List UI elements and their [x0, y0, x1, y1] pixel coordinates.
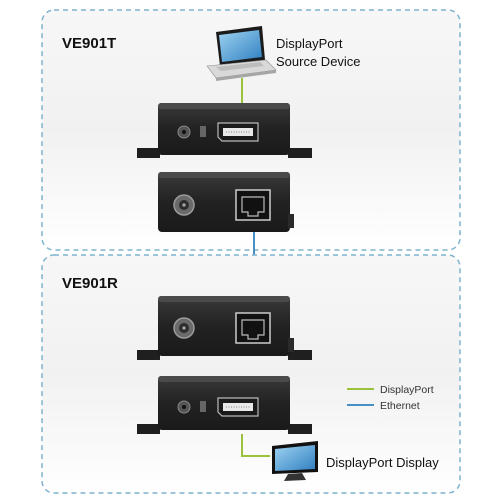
- legend-label: DisplayPort: [380, 384, 434, 396]
- receiver-panel: VE901R: [41, 254, 461, 494]
- displayport-connector-icon: [217, 122, 259, 142]
- switch-icon: [200, 126, 206, 137]
- bnc-connector-icon: [173, 194, 195, 216]
- legend: DisplayPort Ethernet: [347, 384, 434, 412]
- bnc-connector-icon: [173, 317, 195, 339]
- displayport-connector-icon: [217, 397, 259, 417]
- displayport-cable-display: [241, 434, 270, 457]
- legend-item-ethernet: Ethernet: [347, 400, 420, 412]
- power-jack-icon: [177, 125, 191, 139]
- transmitter-model-label: VE901T: [62, 35, 116, 52]
- rj45-port-icon: [235, 312, 271, 344]
- switch-icon: [200, 401, 206, 412]
- source-device-label-line1: DisplayPort: [276, 36, 343, 51]
- ve901r-front-unit: [137, 376, 312, 434]
- laptop-icon: [206, 26, 277, 81]
- display-device-label: DisplayPort Display: [326, 455, 439, 470]
- source-device-label-line2: Source Device: [276, 54, 361, 69]
- monitor-icon: [272, 441, 318, 481]
- power-jack-icon: [177, 400, 191, 414]
- ve901t-front-unit: [137, 103, 312, 158]
- legend-label: Ethernet: [380, 400, 420, 412]
- legend-item-displayport: DisplayPort: [347, 384, 434, 396]
- rj45-port-icon: [235, 189, 271, 221]
- ve901t-back-unit: [158, 172, 294, 232]
- receiver-model-label: VE901R: [62, 275, 118, 292]
- ve901r-back-unit: [137, 296, 312, 360]
- transmitter-panel: VE901T DisplayPort Source Device: [41, 9, 461, 251]
